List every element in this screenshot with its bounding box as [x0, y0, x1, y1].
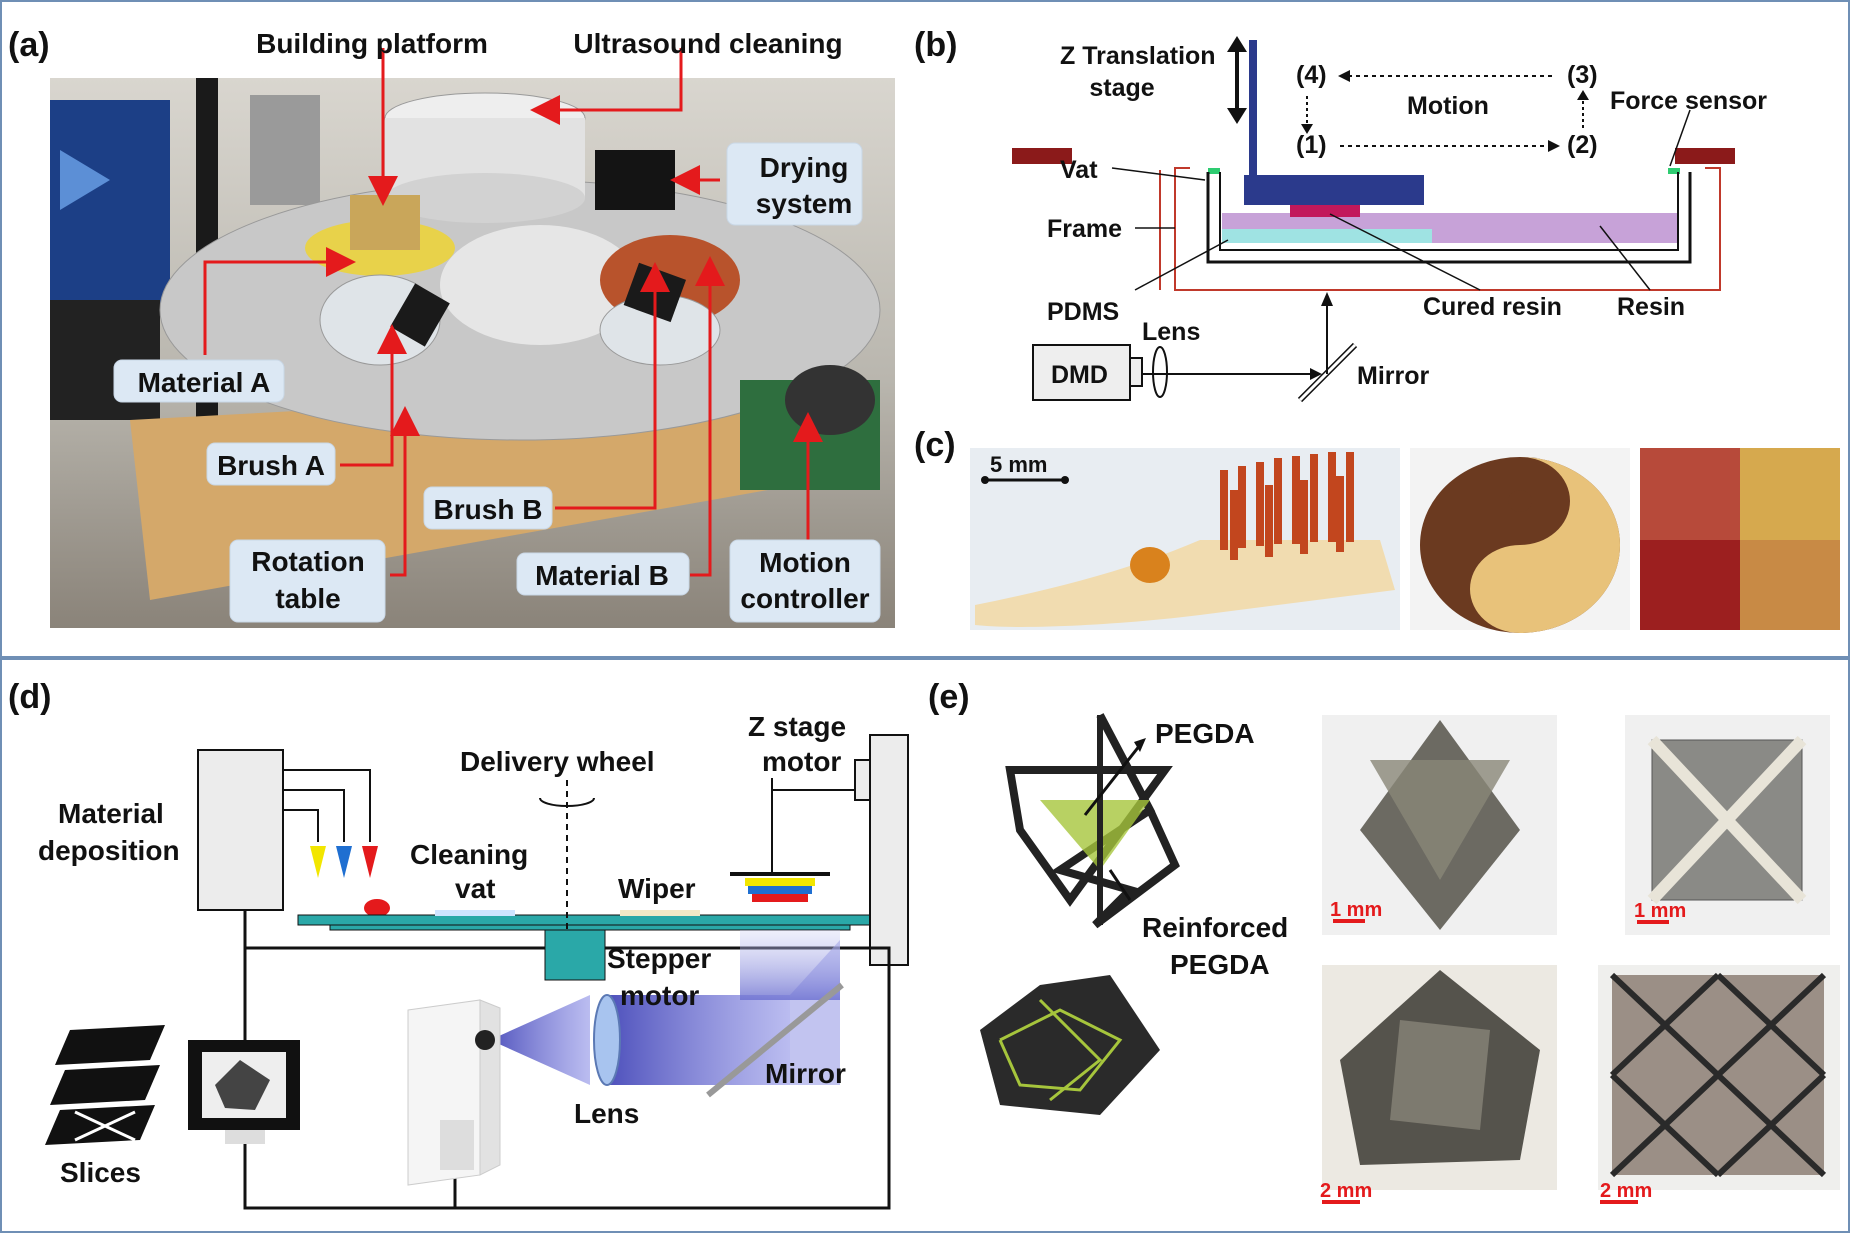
svg-text:deposition: deposition [38, 835, 180, 866]
svg-text:2 mm: 2 mm [1320, 1180, 1372, 1202]
svg-text:Slices: Slices [60, 1157, 141, 1188]
callout-building-platform: Building platform [256, 28, 488, 59]
callout-drying-system: Drying system [726, 142, 863, 226]
panel-d-schematic [45, 734, 909, 1210]
svg-text:Cured resin: Cured resin [1423, 293, 1562, 321]
svg-text:system: system [756, 188, 853, 219]
svg-text:Reinforced: Reinforced [1142, 912, 1288, 943]
panel-b-labels: Z Translation stage (4) (3) (1) (2) Moti… [1047, 42, 1767, 390]
svg-text:Brush B: Brush B [434, 494, 543, 525]
panel-a-pointers [203, 48, 823, 577]
panel-e-labels: PEGDA Reinforced PEGDA [1142, 718, 1288, 980]
svg-text:Frame: Frame [1047, 215, 1122, 243]
svg-text:(4): (4) [1296, 61, 1327, 89]
svg-text:PDMS: PDMS [1047, 298, 1119, 326]
svg-text:Cleaning: Cleaning [410, 839, 528, 870]
panel-e-lattices: 1 mm 1 mm 2 mm 2 mm [980, 713, 1840, 1204]
callout-material-b: Material B [516, 552, 690, 596]
callout-material-a: Material A [113, 359, 285, 403]
svg-text:controller: controller [740, 583, 869, 614]
svg-text:stage: stage [1089, 74, 1154, 102]
panel-a-label: (a) [8, 26, 50, 64]
callout-brush-b: Brush B [423, 486, 553, 530]
panel-a-photo [50, 78, 895, 628]
svg-text:table: table [275, 583, 340, 614]
svg-text:(1): (1) [1296, 131, 1327, 159]
panel-b-schematic [1012, 36, 1735, 403]
panel-d-labels: Z stage motor Delivery wheel Material de… [38, 711, 846, 1188]
svg-text:Mirror: Mirror [765, 1058, 846, 1089]
svg-text:1 mm: 1 mm [1634, 900, 1686, 922]
svg-text:Vat: Vat [1060, 156, 1098, 184]
svg-text:Lens: Lens [1142, 318, 1200, 346]
svg-text:DMD: DMD [1051, 361, 1108, 389]
svg-text:Delivery wheel: Delivery wheel [460, 746, 655, 777]
panel-c-photos: 5 mm [970, 448, 1840, 633]
svg-text:(2): (2) [1567, 131, 1598, 159]
svg-text:Lens: Lens [574, 1098, 639, 1129]
callout-motion-controller: Motion controller [729, 539, 881, 623]
svg-text:1 mm: 1 mm [1330, 899, 1382, 921]
svg-text:motor: motor [620, 980, 699, 1011]
svg-text:5 mm: 5 mm [990, 452, 1047, 477]
svg-text:motor: motor [762, 746, 841, 777]
svg-text:2 mm: 2 mm [1600, 1180, 1652, 1202]
svg-text:Resin: Resin [1617, 293, 1685, 321]
svg-text:Stepper: Stepper [607, 943, 711, 974]
svg-text:Ultrasound cleaning: Ultrasound cleaning [573, 28, 842, 59]
svg-text:Mirror: Mirror [1357, 362, 1430, 390]
svg-text:Z Translation: Z Translation [1060, 42, 1216, 70]
panel-b-label: (b) [914, 26, 958, 64]
svg-text:Rotation: Rotation [251, 546, 365, 577]
panel-e-label: (e) [928, 678, 970, 716]
svg-text:Brush A: Brush A [217, 450, 325, 481]
svg-text:Building platform: Building platform [256, 28, 488, 59]
svg-text:PEGDA: PEGDA [1155, 718, 1255, 749]
svg-text:Motion: Motion [1407, 92, 1489, 120]
svg-text:Material: Material [58, 798, 164, 829]
callout-ultrasound-cleaning: Ultrasound cleaning [573, 28, 842, 59]
panel-c-label: (c) [914, 426, 956, 464]
svg-text:Motion: Motion [759, 547, 851, 578]
callout-brush-a: Brush A [206, 442, 336, 486]
svg-text:Force sensor: Force sensor [1610, 87, 1767, 115]
svg-text:(3): (3) [1567, 61, 1598, 89]
svg-text:Material A: Material A [138, 367, 271, 398]
callout-rotation-table: Rotation table [229, 539, 386, 623]
svg-text:Drying: Drying [760, 152, 849, 183]
svg-text:PEGDA: PEGDA [1170, 949, 1270, 980]
svg-text:Material B: Material B [535, 560, 669, 591]
svg-text:Z stage: Z stage [748, 711, 846, 742]
svg-text:vat: vat [455, 873, 495, 904]
panel-d-label: (d) [8, 678, 52, 716]
svg-text:Wiper: Wiper [618, 873, 696, 904]
